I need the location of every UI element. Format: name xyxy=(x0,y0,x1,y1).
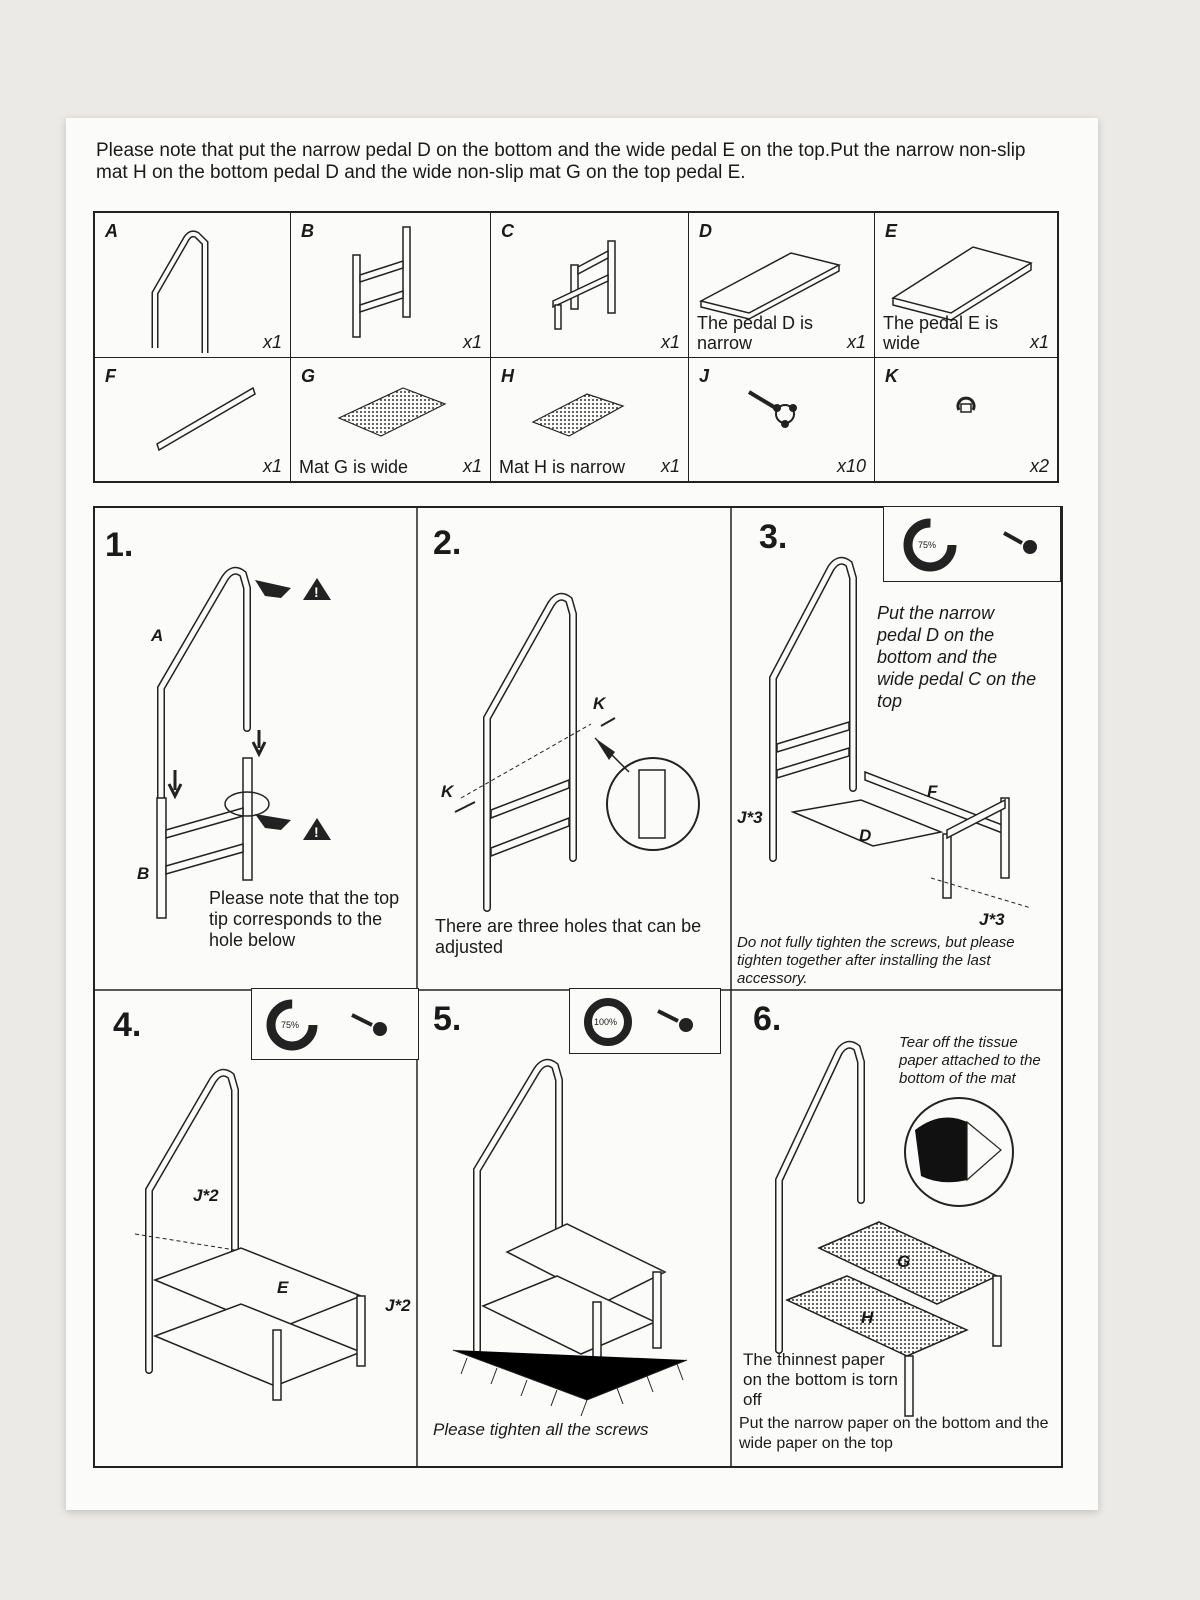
part-qty: x1 xyxy=(846,332,866,352)
parts-table: A x1 B x1 C xyxy=(93,211,1059,483)
mat-h-drawing xyxy=(531,393,625,437)
step-5-note: Please tighten all the screws xyxy=(433,1420,649,1439)
label-k: K xyxy=(441,782,454,801)
step-4-drawing xyxy=(134,1068,366,1401)
label-j: J*2 xyxy=(193,1186,219,1205)
part-letter: H xyxy=(501,366,514,386)
pedal-d-drawing xyxy=(698,252,842,320)
part-c-cell: C x1 xyxy=(491,213,689,358)
instruction-sheet: Please note that put the narrow pedal D … xyxy=(66,118,1098,1510)
intro-note: Please note that put the narrow pedal D … xyxy=(96,140,1026,183)
step-number: 4. xyxy=(113,1006,142,1044)
label-g: G xyxy=(897,1252,911,1271)
part-qty: x2 xyxy=(1029,456,1049,476)
part-k-cell: K x2 xyxy=(875,358,1057,481)
step-number: 3. xyxy=(759,518,788,556)
step-6: 6. Tear off the tissue paper attached to… xyxy=(731,990,1061,1466)
step-1-drawing: ! ! xyxy=(156,566,331,919)
step-5-drawing xyxy=(452,1058,688,1417)
label-j: J*3 xyxy=(737,808,763,827)
part-letter: A xyxy=(105,221,118,241)
frame-b-drawing xyxy=(352,226,411,338)
crossbar-f-drawing xyxy=(156,386,256,452)
torque-gauge-icon xyxy=(584,998,693,1046)
part-letter: K xyxy=(885,366,898,386)
step-1-note: Please note that the top tip corresponds… xyxy=(209,888,400,950)
part-desc: The pedal D is narrow xyxy=(697,313,814,353)
part-g-cell: G Mat G is wide x1 xyxy=(291,358,491,481)
part-d-cell: D The pedal D is narrow x1 xyxy=(689,213,875,358)
step-4: 4. 75% xyxy=(95,988,419,1466)
torque-box: 75% xyxy=(883,506,1061,582)
step-3-warning: Do not fully tighten the screws, but ple… xyxy=(737,934,1015,987)
torque-percent: 75% xyxy=(281,1020,300,1030)
part-desc: Mat G is wide xyxy=(299,457,409,477)
handrail-a-drawing xyxy=(151,230,209,353)
part-h-cell: H Mat H is narrow x1 xyxy=(491,358,689,481)
step-3-drawing xyxy=(769,556,1032,909)
step-1: 1. ! xyxy=(95,508,417,990)
label-b: B xyxy=(137,864,150,883)
part-j-cell: J x10 xyxy=(689,358,875,481)
part-qty: x1 xyxy=(462,332,482,352)
pedal-e-drawing xyxy=(891,246,1033,321)
part-letter: J xyxy=(699,366,710,386)
part-letter: B xyxy=(301,221,314,241)
torque-percent: 100% xyxy=(594,1017,618,1027)
step-6-thin-note: The thinnest paper on the bottom is torn… xyxy=(743,1350,898,1409)
step-6-drawing xyxy=(775,1040,1014,1417)
torque-percent: 75% xyxy=(918,540,937,550)
label-k: K xyxy=(593,694,606,713)
step-5: 5. 100% xyxy=(417,988,731,1466)
step-2-drawing xyxy=(454,592,700,912)
part-qty: x1 xyxy=(660,332,680,352)
part-e-cell: E The pedal E is wide x1 xyxy=(875,213,1057,358)
label-a: A xyxy=(151,626,164,645)
part-letter: E xyxy=(885,221,898,241)
part-b-cell: B x1 xyxy=(291,213,491,358)
label-d: D xyxy=(859,826,872,845)
frame-c-drawing xyxy=(552,240,616,330)
label-j: J*2 xyxy=(385,1296,411,1315)
label-f: F xyxy=(927,782,938,801)
part-a-cell: A x1 xyxy=(95,213,291,358)
label-h: H xyxy=(861,1308,874,1327)
step-2: 2. K K xyxy=(417,508,731,990)
part-qty: x10 xyxy=(836,456,866,476)
part-letter: C xyxy=(501,221,514,241)
step-number: 2. xyxy=(433,524,462,562)
torque-box: 75% xyxy=(251,988,419,1060)
part-qty: x1 xyxy=(462,456,482,476)
part-f-cell: F x1 xyxy=(95,358,291,481)
part-desc: The pedal E is wide xyxy=(883,313,999,353)
step-3-note: Put the narrow pedal D on the bottom and… xyxy=(877,603,1037,711)
step-6-bottom-note: Put the narrow paper on the bottom and t… xyxy=(739,1415,1049,1452)
mat-g-drawing xyxy=(337,387,447,437)
part-letter: F xyxy=(105,366,116,386)
step-6-tissue-note: Tear off the tissue paper attached to th… xyxy=(899,1034,1041,1087)
steps-grid: 1. ! xyxy=(93,506,1063,1468)
part-qty: x1 xyxy=(262,332,282,352)
part-qty: x1 xyxy=(660,456,680,476)
svg-text:!: ! xyxy=(314,584,319,600)
clip-k-drawing xyxy=(956,396,976,413)
svg-text:!: ! xyxy=(314,824,319,840)
part-desc: Mat H is narrow xyxy=(499,457,626,477)
torque-box: 100% xyxy=(569,988,721,1054)
torque-gauge-icon xyxy=(266,999,387,1051)
step-number: 1. xyxy=(105,526,134,564)
step-number: 5. xyxy=(433,1000,462,1038)
torque-gauge-icon xyxy=(903,518,1037,572)
part-letter: G xyxy=(301,366,316,386)
part-letter: D xyxy=(699,221,712,241)
part-qty: x1 xyxy=(1029,332,1049,352)
step-3: 3. 75% Put the narrow pedal D on the bot… xyxy=(731,506,1061,990)
step-number: 6. xyxy=(753,1000,782,1038)
knob-screw-j-drawing xyxy=(747,390,797,428)
part-qty: x1 xyxy=(262,456,282,476)
label-e: E xyxy=(277,1278,289,1297)
label-j: J*3 xyxy=(979,910,1005,929)
step-2-note: There are three holes that can be adjust… xyxy=(435,916,702,957)
